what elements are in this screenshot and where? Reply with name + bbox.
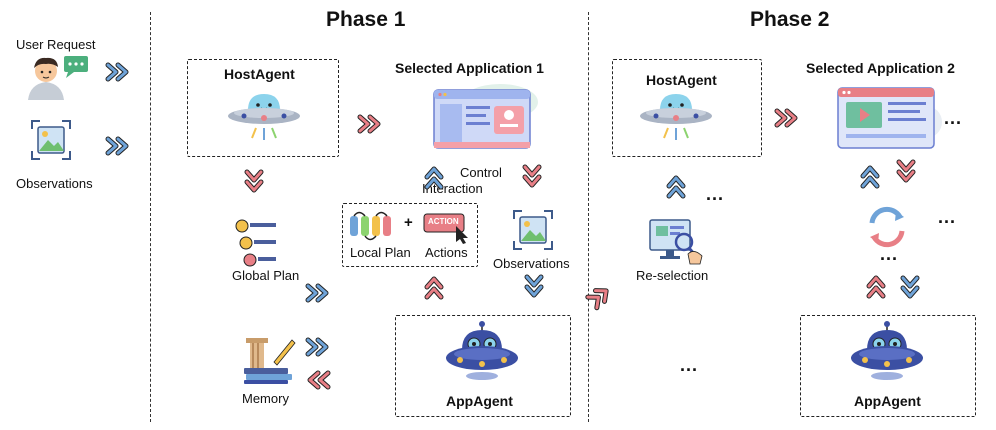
global-plan-label: Global Plan	[232, 268, 300, 283]
control-label: Control	[460, 165, 502, 180]
arrow-memory-to-appagent	[307, 370, 331, 390]
ellipsis-phase2-bottom: ...	[680, 355, 699, 375]
observations-image-icon	[31, 120, 71, 160]
reselection-label: Re-selection	[636, 268, 709, 283]
arrow-to-reselection	[585, 288, 609, 311]
arrow-globalplan-to-appagent	[305, 283, 329, 303]
selected-app-label-phase1: Selected Application 1	[395, 60, 544, 76]
plus-sign: +	[404, 214, 413, 231]
ellipsis-below-cycle: ...	[880, 244, 899, 264]
phase1-divider	[150, 12, 151, 422]
action-badge-text: ACTION	[428, 217, 459, 226]
observations-image-icon-phase1	[513, 210, 553, 250]
ellipsis-cycle-right: ...	[938, 207, 957, 227]
phase2-title: Phase 2	[750, 8, 830, 31]
local-plan-label: Local Plan	[350, 245, 411, 260]
action-button-icon	[423, 213, 468, 244]
hostagent-label-phase1: HostAgent	[224, 66, 295, 82]
plan-actions-box	[342, 203, 478, 267]
refresh-cycle-icon	[869, 206, 905, 248]
hostagent-box-phase1	[187, 59, 339, 157]
appagent-box-phase1	[395, 315, 571, 417]
arrow-appagent2-up	[866, 275, 886, 299]
global-plan-list-icon	[235, 219, 276, 267]
arrow-obs-to-appagent	[524, 274, 544, 298]
arrow-host2-to-app2	[774, 108, 798, 128]
memory-label: Memory	[242, 391, 289, 406]
arrow-host-to-app1	[357, 114, 381, 134]
selected-app-label-phase2: Selected Application 2	[806, 60, 955, 76]
observations-label-phase1: Observations	[493, 256, 570, 271]
app-window-icon-phase2	[837, 87, 942, 149]
arrow-reselection-to-host2	[666, 175, 686, 199]
observations-input-label: Observations	[16, 176, 93, 191]
hostagent-ufo-icon-phase2	[640, 94, 712, 140]
arrow-app2-down	[896, 159, 916, 183]
phase2-divider	[588, 12, 589, 422]
phase1-title: Phase 1	[326, 8, 406, 31]
hostagent-label-phase2: HostAgent	[646, 72, 717, 88]
reselection-screen-icon	[649, 219, 703, 265]
arrow-observations	[105, 136, 129, 156]
arrow-appagent2-down	[900, 275, 920, 299]
ellipsis-app2: ...	[944, 108, 963, 128]
arrow-appagent-to-memory	[305, 337, 329, 357]
appagent-label-phase2: AppAgent	[854, 393, 921, 409]
arrow-interaction-to-app1	[522, 164, 542, 188]
hostagent-box-phase2	[612, 59, 762, 157]
appagent-box-phase2	[800, 315, 976, 417]
actions-label: Actions	[425, 245, 468, 260]
appagent-ufo-icon-phase1	[446, 321, 518, 380]
appagent-ufo-icon-phase2	[851, 321, 923, 380]
hostagent-ufo-icon-phase1	[228, 94, 300, 140]
user-avatar-icon	[28, 56, 88, 100]
ellipsis-reselection-upper: ...	[706, 184, 725, 204]
memory-books-icon	[244, 338, 296, 384]
arrow-appagent-to-plan	[424, 276, 444, 300]
appagent-label-phase1: AppAgent	[446, 393, 513, 409]
arrow-app2-up	[860, 165, 880, 189]
arrow-user-request	[105, 62, 129, 82]
arrow-host-to-globalplan	[244, 169, 264, 193]
arrow-app1-to-control	[424, 166, 444, 190]
local-plan-chain-icon	[350, 211, 391, 241]
app-window-icon-phase1	[433, 84, 538, 149]
user-request-label: User Request	[16, 37, 96, 52]
